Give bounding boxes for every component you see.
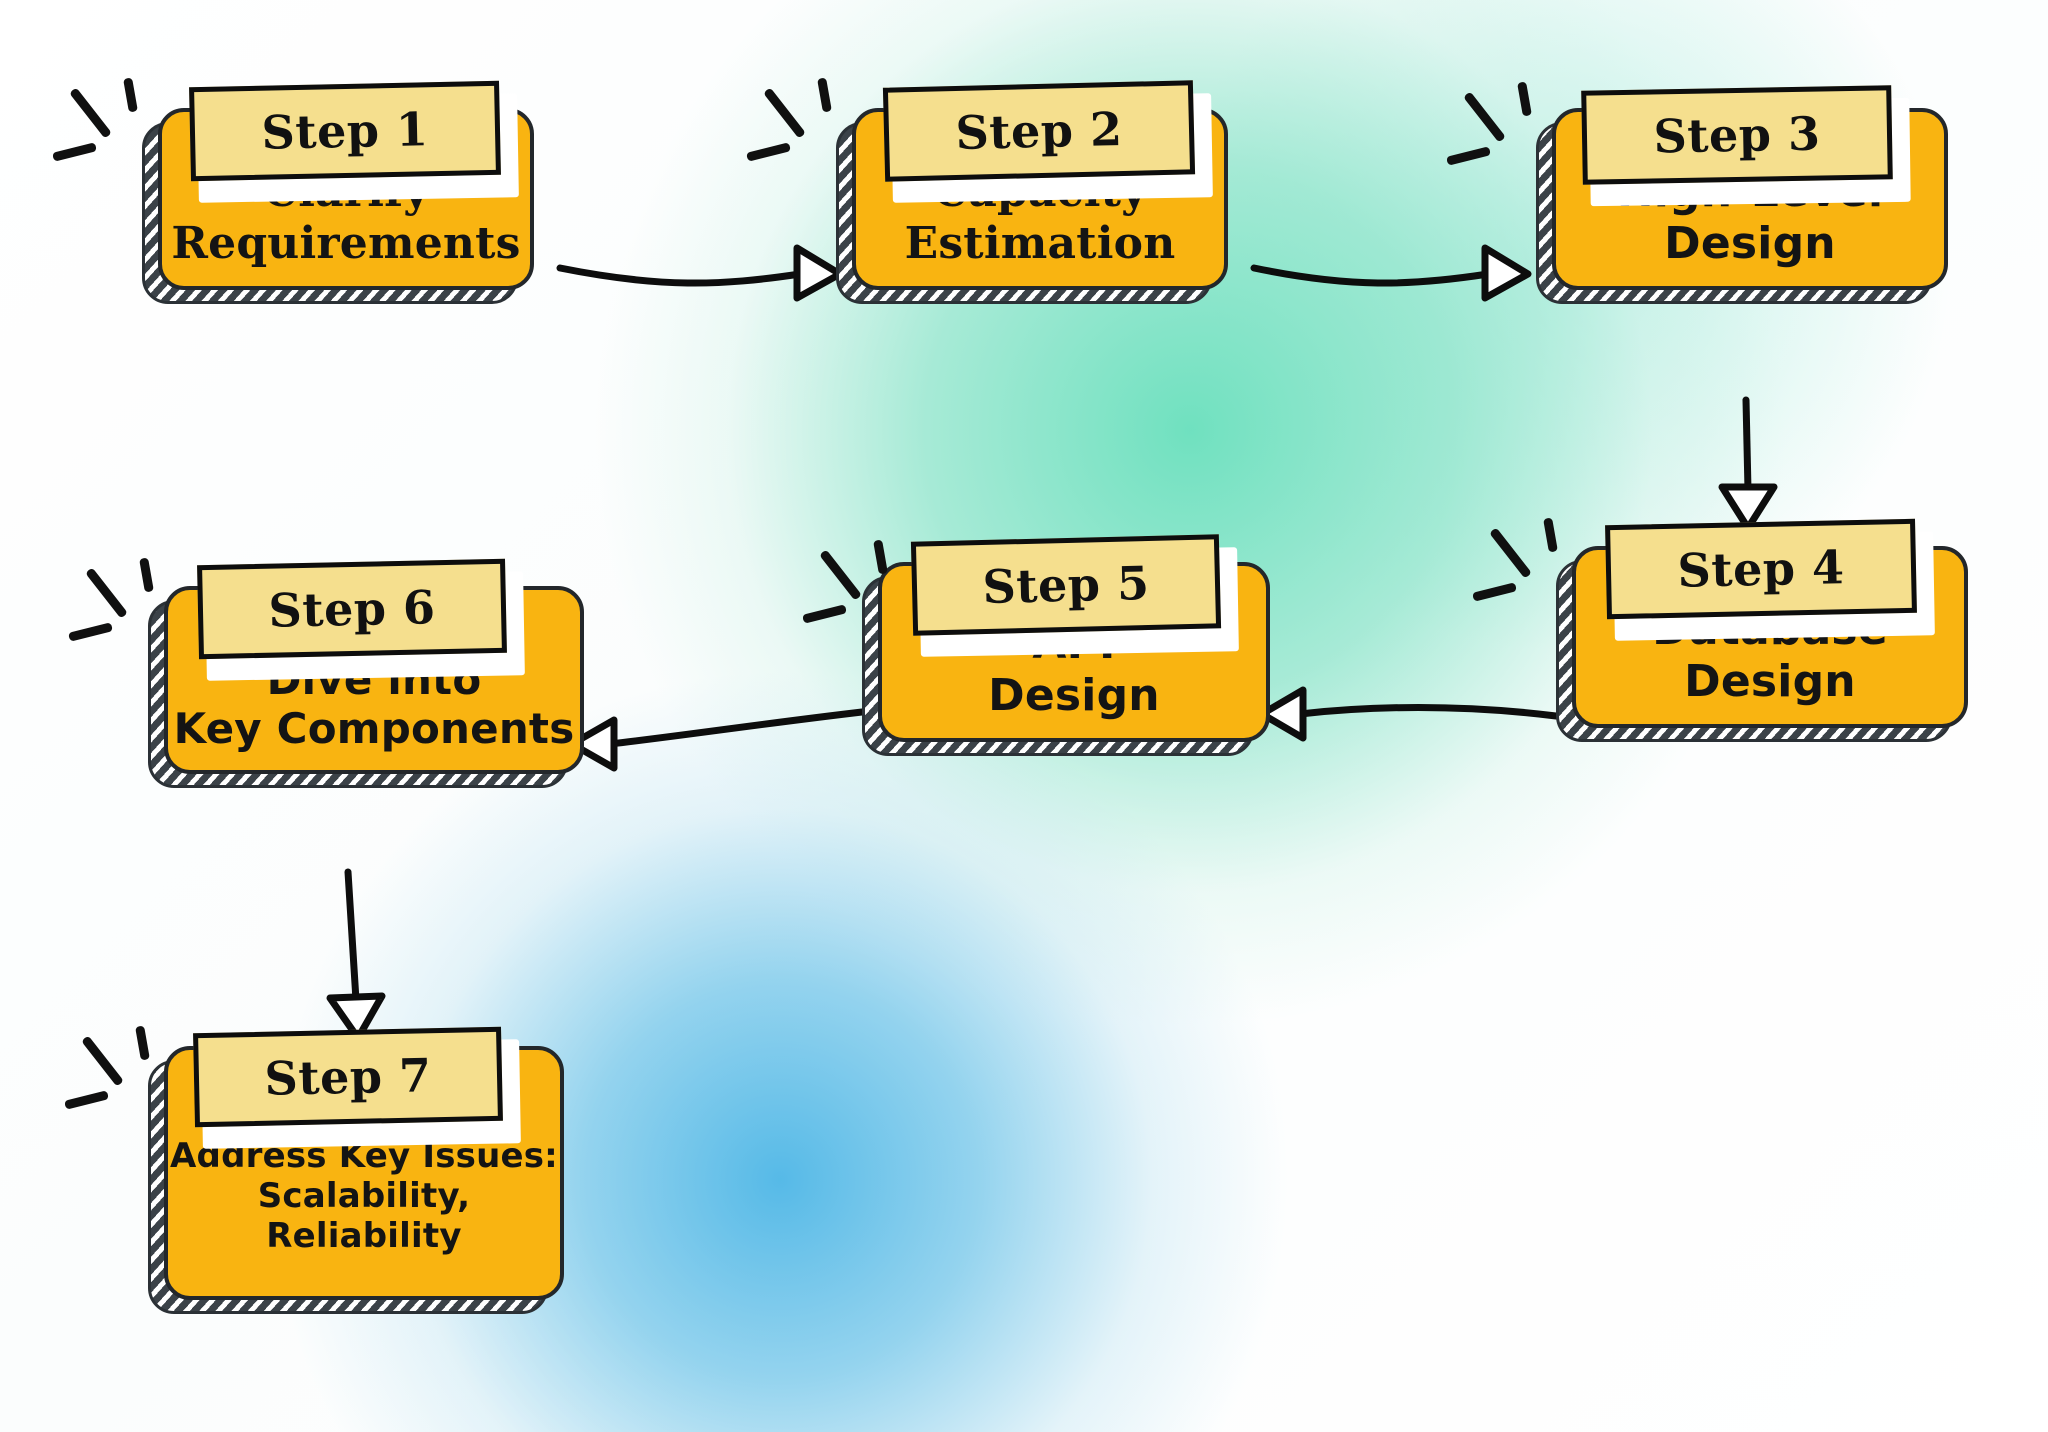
node-line-2: Scalability, Reliability <box>257 1175 471 1256</box>
node-line-2: Design <box>1684 656 1856 708</box>
edge-step3-step4 <box>1718 396 1778 532</box>
step-tag-6[interactable]: Step 6 <box>197 558 507 660</box>
step-tag-5[interactable]: Step 5 <box>910 534 1222 636</box>
step-tag-7[interactable]: Step 7 <box>193 1026 503 1128</box>
edge-step5-step6 <box>568 708 866 772</box>
node-line-2: Requirements <box>171 218 521 270</box>
step-tag-4[interactable]: Step 4 <box>1605 518 1917 620</box>
step-tag-2[interactable]: Step 2 <box>882 80 1196 182</box>
edge-step2-step3 <box>1250 244 1532 302</box>
node-line-2: Key Components <box>173 704 575 754</box>
node-line-2: Estimation <box>904 218 1176 270</box>
edge-step6-step7 <box>326 868 386 1042</box>
step-tag-3[interactable]: Step 3 <box>1581 85 1893 185</box>
node-line-2: Design <box>1664 218 1836 270</box>
step-tag-1[interactable]: Step 1 <box>189 80 501 182</box>
edge-step1-step2 <box>556 244 844 302</box>
edge-step4-step5 <box>1258 686 1560 742</box>
node-text: Address Key Issues: Scalability, Reliabi… <box>168 1136 560 1296</box>
node-line-2: Design <box>988 670 1160 722</box>
